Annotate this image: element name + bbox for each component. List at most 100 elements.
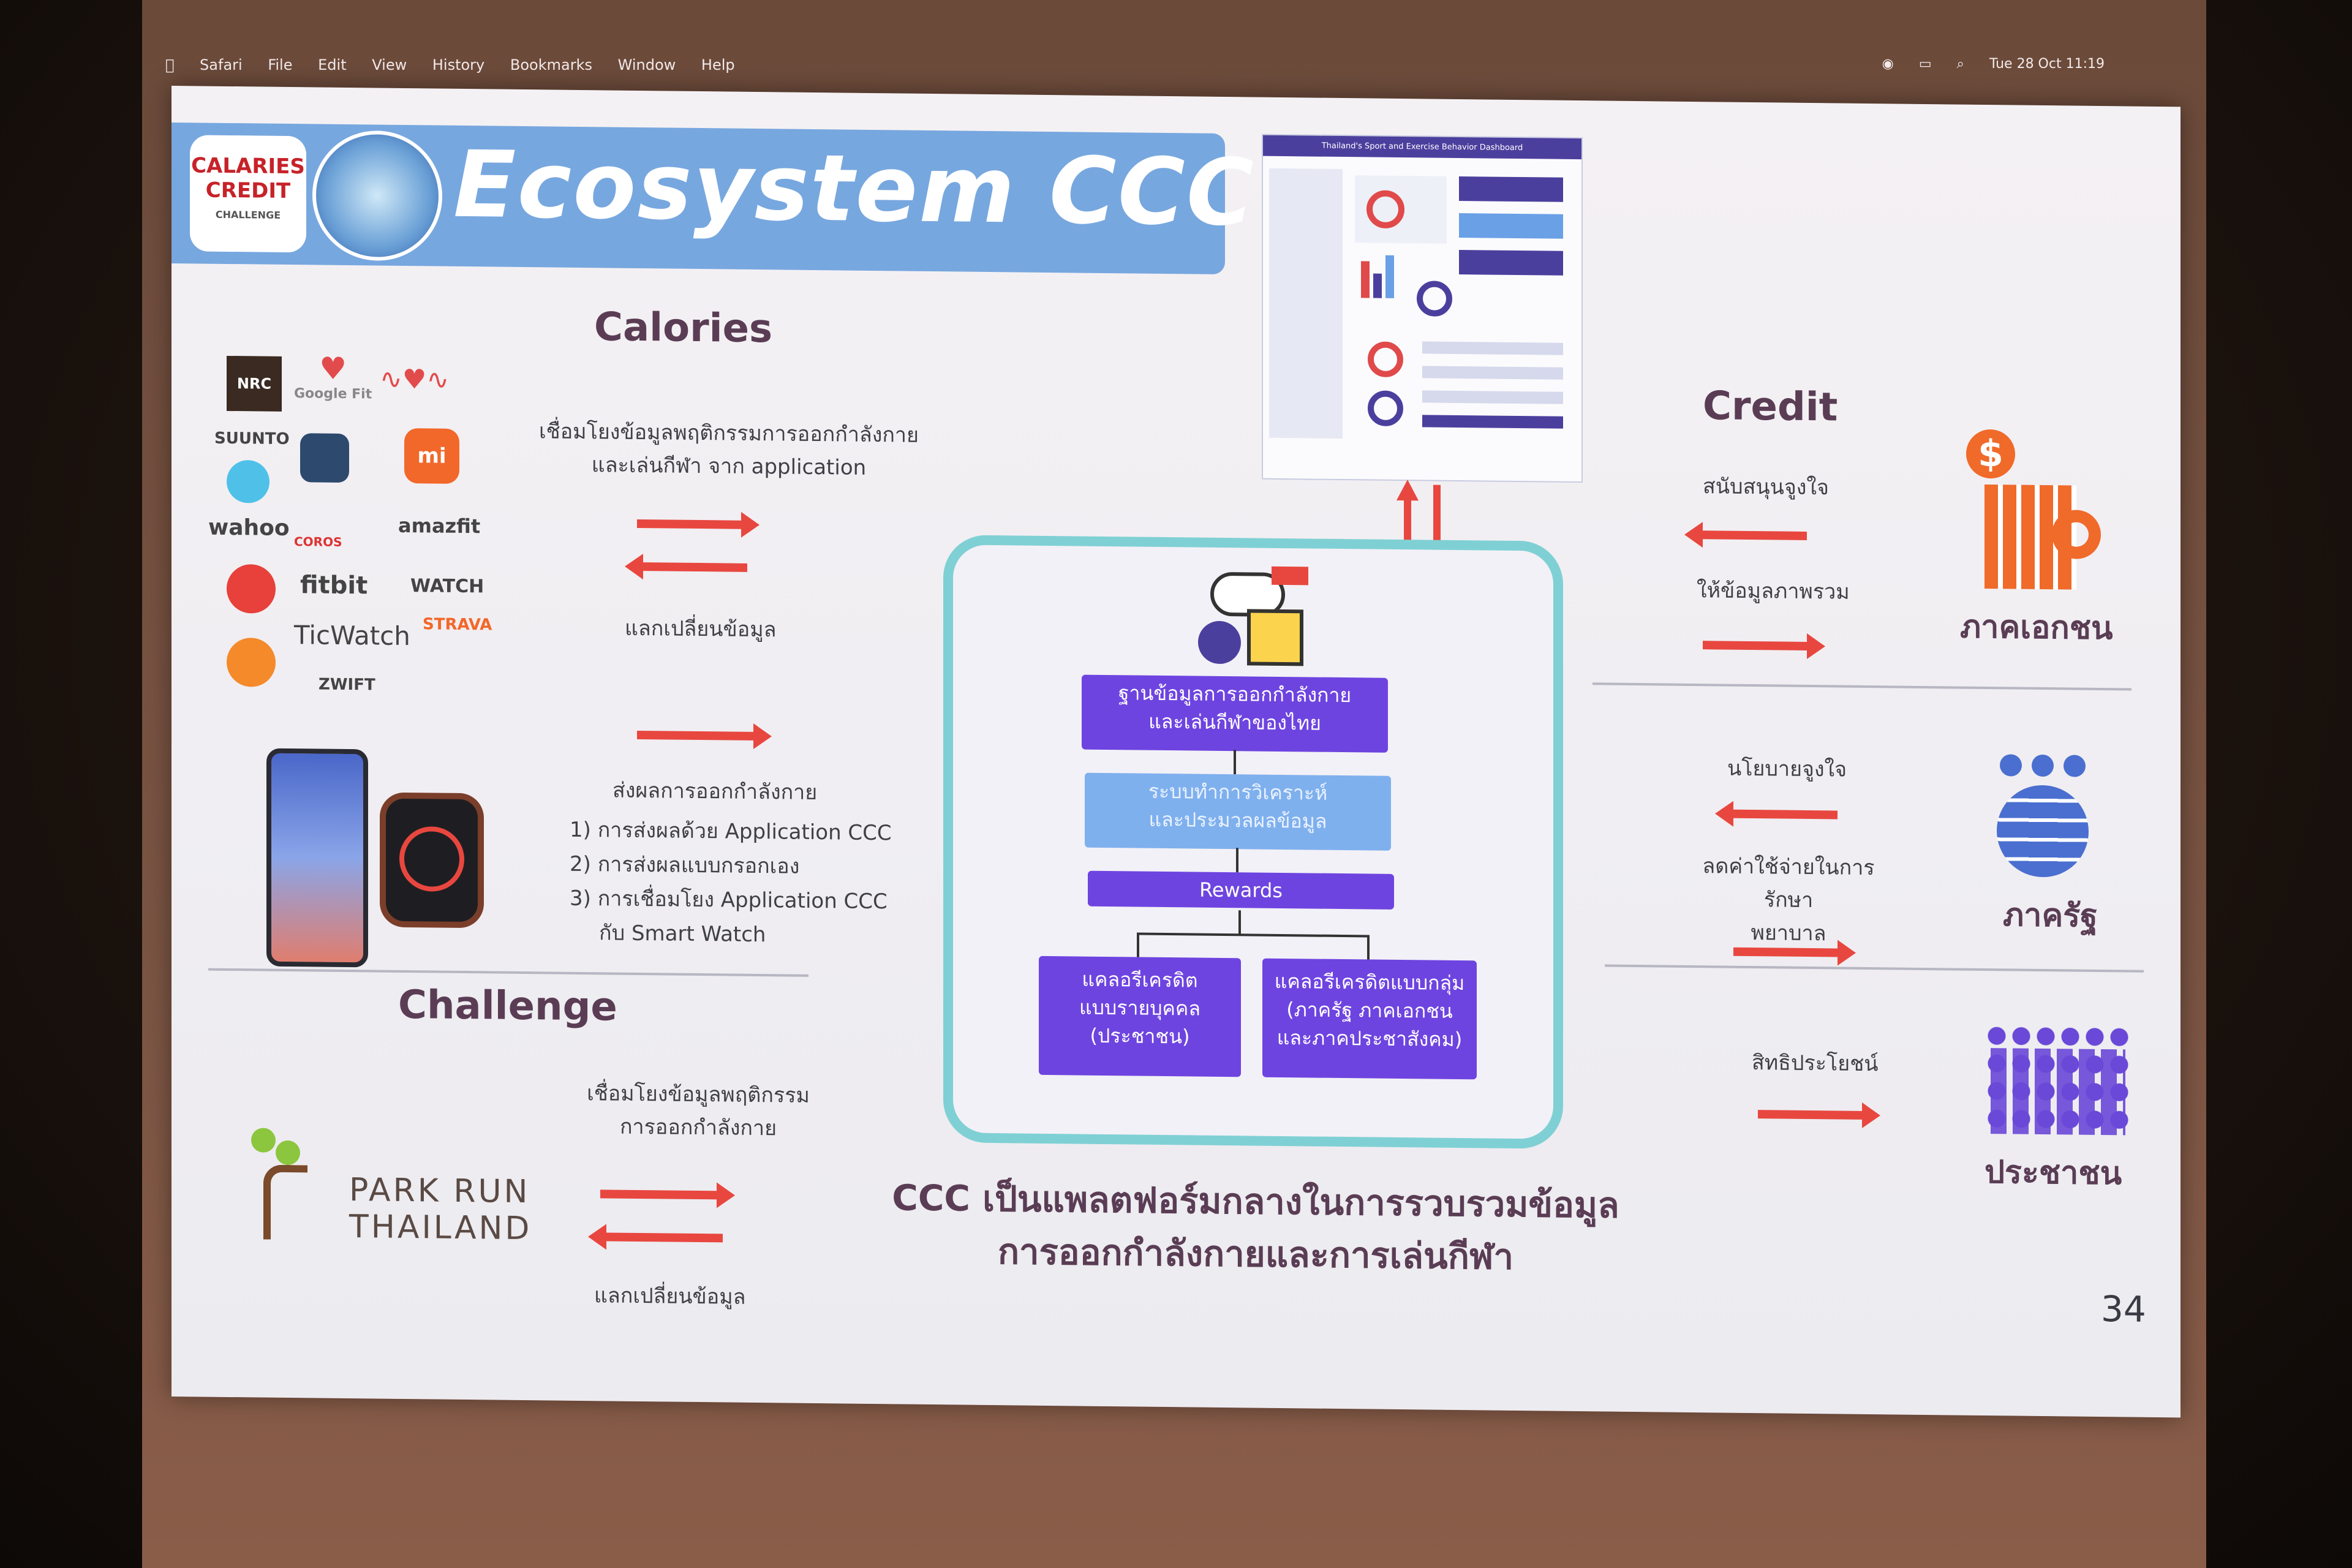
menu-view[interactable]: View [358, 56, 407, 74]
menu-help[interactable]: Help [687, 56, 735, 74]
analysis-line-2: และประมวลผลข้อมูล [1148, 807, 1327, 833]
parkrun-wordmark: PARK RUN THAILAND [349, 1172, 532, 1247]
dashboard-title: Thailand's Sport and Exercise Behavior D… [1263, 135, 1581, 160]
apple-watch-logo: WATCH [410, 575, 484, 598]
parkrun-line-2: THAILAND [349, 1208, 532, 1248]
challenge-right-arrow-icon [600, 1189, 723, 1200]
platform-statement: CCC เป็นแพลตฟอร์มกลางในการรวบรวมข้อมูล ก… [858, 1171, 1654, 1285]
database-line-1: ฐานข้อมูลการออกกำลังกาย [1118, 681, 1352, 707]
method-item-3: 3) การเชื่อมโยง Application CCC [570, 886, 888, 914]
right-arrow-icon [637, 519, 747, 529]
database-box: ฐานข้อมูลการออกกำลังกาย และเล่นกีฬาของไท… [1082, 674, 1388, 753]
database-cloud-icon [1186, 565, 1308, 671]
menu-file[interactable]: File [254, 56, 292, 74]
private-left-arrow-icon [1697, 530, 1807, 540]
menu-status-area: ◉ ▭ ⌕ Tue 28 Oct 11:19 [1882, 56, 2125, 72]
logo-line-2: CREDIT [205, 178, 291, 204]
credit-divider-2 [1605, 964, 2144, 973]
connector-left [1137, 932, 1139, 957]
challenge-left-arrow-icon [600, 1232, 723, 1243]
credit-divider-1 [1593, 682, 2132, 691]
challenge-heading: Challenge [398, 982, 617, 1030]
logo-line-1: CALARIES [191, 153, 305, 179]
left-arrow-icon [637, 562, 747, 572]
apple-icon[interactable]:  [165, 56, 174, 74]
challenge-link-line-2: การออกกำลังกาย [619, 1114, 777, 1141]
group-line-2: (ภาครัฐ ภาคเอกชน [1286, 998, 1453, 1023]
ticwatch-logo: TicWatch [294, 620, 410, 652]
individual-line-2: แบบรายบุคคล [1079, 995, 1200, 1020]
database-line-2: และเล่นกีฬาของไทย [1148, 709, 1321, 735]
orange-round-app-icon [227, 637, 276, 687]
menu-history[interactable]: History [418, 56, 484, 74]
gov-left-arrow-icon [1727, 809, 1838, 820]
group-line-1: แคลอรีเครดิตแบบกลุ่ม [1274, 969, 1465, 995]
connector-1 [1234, 750, 1236, 775]
square-app-icon [300, 433, 349, 483]
menu-bar:  Safari File Edit View History Bookmark… [165, 56, 2125, 93]
battery-icon[interactable]: ▭ [1918, 56, 1932, 72]
method-item-2: 2) การส่งผลแบบกรอกเอง [570, 851, 800, 879]
analysis-line-1: ระบบทำการวิเคราะห์ [1148, 779, 1328, 805]
people-right-arrow-icon [1758, 1110, 1868, 1120]
calories-exchange-label: แลกเปลี่ยนข้อมูล [625, 616, 777, 643]
rewards-box: Rewards [1088, 870, 1394, 910]
private-overview-label: ให้ข้อมูลภาพรวม [1697, 578, 1850, 605]
menu-bookmarks[interactable]: Bookmarks [496, 56, 592, 74]
group-line-3: และภาคประชาสังคม) [1276, 1025, 1463, 1052]
gov-policy-label: นโยบายจูงใจ [1727, 756, 1847, 782]
search-icon[interactable]: ⌕ [1956, 56, 1964, 72]
menu-safari[interactable]: Safari [186, 56, 243, 74]
heart-icon: ♥ [319, 350, 347, 386]
red-round-app-icon [227, 564, 276, 614]
connector-right [1367, 935, 1370, 960]
amazfit-logo: amazfit [398, 513, 481, 538]
private-support-label: สนับสนุนจูงใจ [1703, 474, 1829, 500]
people-benefit-label: สิทธิประโยชน์ [1752, 1050, 1879, 1077]
crowd-icon [1985, 1023, 2132, 1136]
calories-link-line-1: เชื่อมโยงข้อมูลพฤติกรรมการออกกำลังกาย [539, 419, 919, 448]
credit-heading: Credit [1703, 383, 1838, 431]
private-right-arrow-icon [1703, 641, 1813, 651]
gov-reduce-line-1: ลดค่าใช้จ่ายในการรักษา [1702, 854, 1875, 913]
group-credit-box: แคลอรีเครดิตแบบกลุ่ม (ภาครัฐ ภาคเอกชน แล… [1262, 958, 1477, 1080]
parkrun-logo-icon [251, 1128, 337, 1240]
menu-edit[interactable]: Edit [304, 56, 346, 74]
method-item-3-cont: กับ Smart Watch [599, 921, 766, 948]
method-item-1: 1) การส่งผลด้วย Application CCC [570, 817, 892, 846]
dashboard-charts [1269, 168, 1563, 439]
connector-3 [1238, 910, 1241, 935]
coros-logo: COROS [294, 534, 342, 549]
wifi-icon[interactable]: ◉ [1882, 56, 1894, 72]
strava-logo: STRAVA [423, 615, 492, 635]
statement-line-2: การออกกำลังกายและการเล่นกีฬา [997, 1231, 1514, 1278]
individual-credit-box: แคลอรีเครดิต แบบรายบุคคล (ประชาชน) [1039, 956, 1241, 1077]
send-results-arrow-icon [637, 730, 760, 741]
page-number: 34 [2101, 1287, 2146, 1330]
individual-line-1: แคลอรีเครดิต [1082, 967, 1198, 992]
google-fit-label: Google Fit [294, 386, 372, 402]
private-sector-label: ภาคเอกชน [1960, 608, 2113, 647]
calories-link-line-2: และเล่นกีฬา จาก application [591, 453, 867, 480]
fitbit-logo: fitbit [300, 571, 368, 600]
suunto-logo: SUUNTO [214, 429, 290, 449]
smartphone-image [266, 748, 368, 968]
individual-line-3: (ประชาชน) [1090, 1023, 1190, 1049]
gov-right-arrow-icon [1733, 947, 1844, 957]
slide-title: Ecosystem CCC [453, 131, 1255, 247]
challenge-exchange-label: แลกเปลี่ยนข้อมูล [594, 1283, 746, 1310]
calories-link-text: เชื่อมโยงข้อมูลพฤติกรรมการออกกำลังกาย แล… [514, 414, 943, 484]
calories-heading: Calories [594, 304, 773, 352]
analysis-box: ระบบทำการวิเคราะห์ และประมวลผลข้อมูล [1085, 772, 1391, 851]
department-seal-logo [312, 130, 442, 262]
dashboard-thumbnail: Thailand's Sport and Exercise Behavior D… [1262, 134, 1583, 483]
send-methods-list: 1) การส่งผลด้วย Application CCC 2) การส่… [570, 813, 892, 954]
menubar-clock[interactable]: Tue 28 Oct 11:19 [1989, 56, 2105, 72]
government-sector-label: ภาครัฐ [2003, 897, 2098, 935]
logo-line-3: CHALLENGE [215, 208, 281, 221]
menu-window[interactable]: Window [604, 56, 676, 74]
presentation-slide: CALARIES CREDIT CHALLENGE Ecosystem CCC … [172, 86, 2180, 1418]
smartwatch-image [380, 792, 484, 929]
people-label: ประชาชน [1985, 1153, 2122, 1193]
watch-face-icon [399, 826, 464, 892]
